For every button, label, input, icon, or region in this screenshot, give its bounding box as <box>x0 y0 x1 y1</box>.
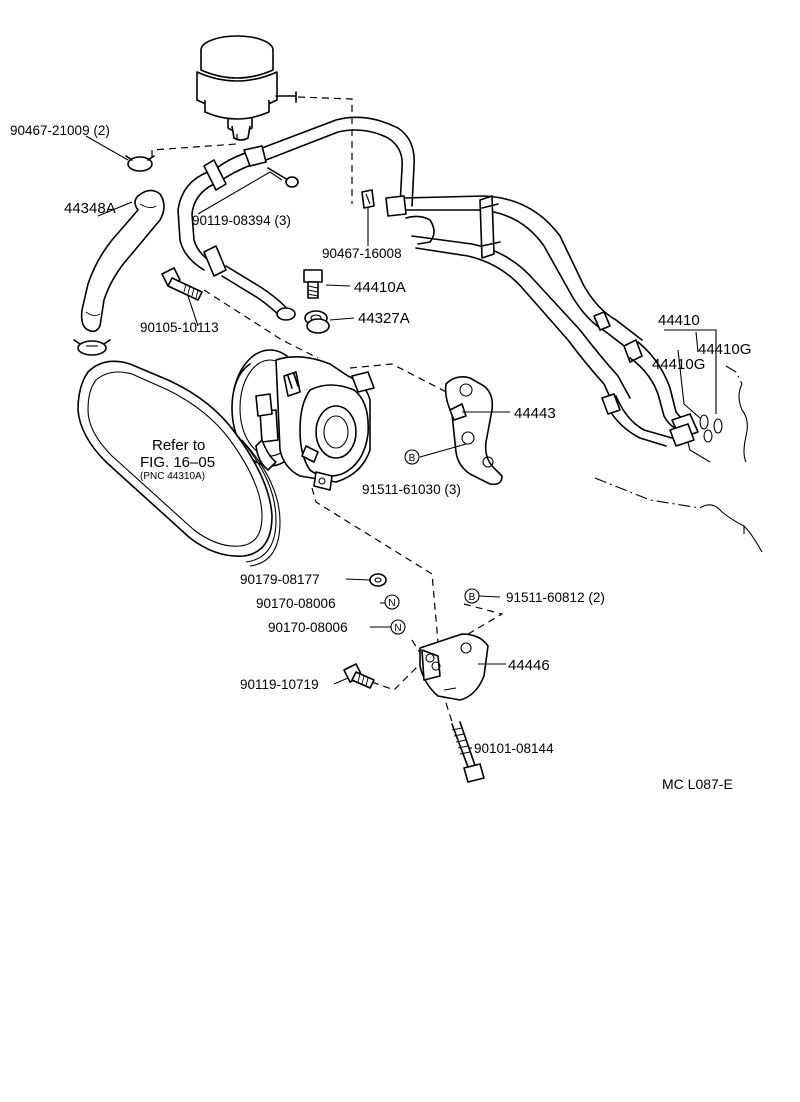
nut-marker-icon: N <box>384 594 400 610</box>
oring-icon <box>703 429 713 443</box>
spacer-part <box>369 573 387 587</box>
label-91511-60812: 91511-60812 (2) <box>506 590 605 605</box>
label-90170-08006: 90170-08006 <box>268 620 348 635</box>
hose-clamp <box>73 339 111 356</box>
label-44410: 44410 <box>658 312 700 329</box>
label-44348A: 44348A <box>64 200 116 217</box>
label-44410G: 44410G <box>698 341 751 358</box>
label-90101-08144: 90101-08144 <box>474 741 554 756</box>
belt-ref-line1: Refer to <box>152 437 205 454</box>
diagram-code: MC L087-E <box>662 776 733 792</box>
gasket-part <box>304 310 330 334</box>
label-44410A: 44410A <box>354 279 406 296</box>
nut-marker-icon: N <box>390 619 406 635</box>
svg-text:B: B <box>469 592 476 603</box>
oring-icon <box>699 414 709 430</box>
label-90105-10113: 90105-10113 <box>140 320 219 335</box>
power-steering-pump <box>231 349 375 491</box>
belt-ref-line2: FIG. 16–05 <box>140 454 215 471</box>
bolt-marker-icon: B <box>464 588 480 604</box>
bracket-44443 <box>444 376 503 486</box>
belt-ref-line3: (PNC 44310A) <box>140 471 205 482</box>
label-90119-08394: 90119-08394 (3) <box>192 213 291 228</box>
svg-text:N: N <box>388 598 395 609</box>
reservoir-tank <box>196 35 297 141</box>
label-44327A: 44327A <box>358 310 410 327</box>
suction-hose <box>80 189 165 333</box>
label-44446: 44446 <box>508 657 550 674</box>
oring-icon <box>713 418 723 434</box>
pressure-pipes <box>177 116 699 447</box>
long-bolt <box>161 267 203 301</box>
label-91511-61030: 91511-61030 (3) <box>362 482 461 497</box>
clamp-part <box>125 155 155 172</box>
svg-text:B: B <box>409 453 416 464</box>
label-90119-10719: 90119-10719 <box>240 677 319 692</box>
label-90467-16008: 90467-16008 <box>322 246 402 261</box>
bracket-44446 <box>419 633 489 701</box>
bolt-marker-icon: B <box>404 449 420 465</box>
label-44410G: 44410G <box>652 356 705 373</box>
label-90170-08006: 90170-08006 <box>256 596 336 611</box>
union-bolt <box>303 269 323 299</box>
bolt-90119-10719 <box>343 663 375 689</box>
label-44443: 44443 <box>514 405 556 422</box>
label-90467-21009: 90467-21009 (2) <box>10 123 110 138</box>
v-belt <box>77 360 281 567</box>
label-90179-08177: 90179-08177 <box>240 572 320 587</box>
belt-reference-note: Refer to FIG. 16–05 (PNC 44310A) <box>140 437 215 482</box>
clip-part <box>361 189 375 209</box>
bolt-part <box>267 167 299 188</box>
svg-text:N: N <box>394 623 401 634</box>
